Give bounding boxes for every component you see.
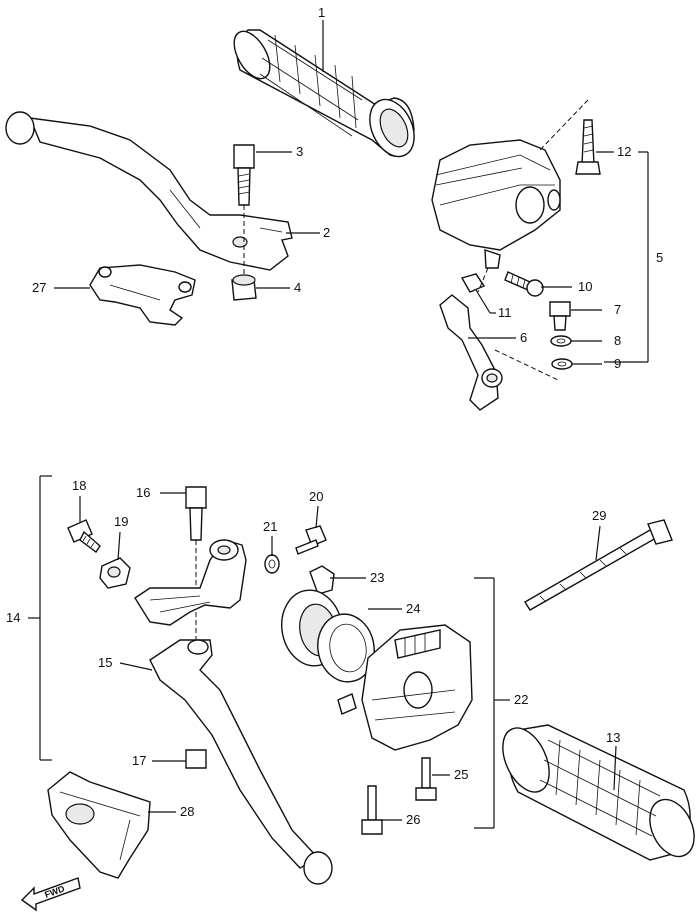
callout-4: 4 <box>294 280 301 295</box>
nut-part-19 <box>99 557 131 589</box>
callout-19: 19 <box>114 514 128 529</box>
cover-part-28 <box>47 771 151 879</box>
bolt-part-7 <box>549 301 571 331</box>
washer-part-21 <box>264 554 280 574</box>
callout-12: 12 <box>617 144 631 159</box>
callout-23: 23 <box>370 570 384 585</box>
bolt-part-18 <box>67 519 101 554</box>
callout-2: 2 <box>323 225 330 240</box>
screw-part-10 <box>504 271 544 297</box>
callout-27: 27 <box>32 280 46 295</box>
ring-part-24 <box>281 589 375 683</box>
callout-13: 13 <box>606 730 620 745</box>
callout-17: 17 <box>132 753 146 768</box>
grip-part-1 <box>233 29 415 158</box>
clamp-part-23 <box>309 565 335 595</box>
callout-3: 3 <box>296 144 303 159</box>
callout-22: 22 <box>514 692 528 707</box>
tie-part-29 <box>524 519 673 611</box>
screw-part-25 <box>415 757 437 801</box>
bolt-part-16 <box>185 486 207 640</box>
callout-18: 18 <box>72 478 86 493</box>
callout-10: 10 <box>578 279 592 294</box>
nut-part-4 <box>231 274 257 301</box>
lever-part-2 <box>5 111 293 271</box>
nut-part-11 <box>460 273 486 293</box>
screw-part-26 <box>361 785 383 835</box>
lever-part-15 <box>149 639 333 885</box>
callout-16: 16 <box>136 485 150 500</box>
washer-part-9 <box>551 358 573 370</box>
callout-6: 6 <box>520 330 527 345</box>
callout-24: 24 <box>406 601 420 616</box>
callout-9: 9 <box>614 356 621 371</box>
switch-housing-part-5 <box>431 139 561 269</box>
callout-25: 25 <box>454 767 468 782</box>
washer-part-8 <box>550 335 572 347</box>
callout-21: 21 <box>263 519 277 534</box>
arm-part-6 <box>439 294 503 411</box>
forward-arrow-icon: FWD <box>20 877 81 912</box>
callout-11: 11 <box>498 305 512 320</box>
leader-lines <box>28 20 649 829</box>
screw-part-20 <box>295 525 327 555</box>
callout-26: 26 <box>406 812 420 827</box>
nut-part-17 <box>185 749 207 769</box>
callout-20: 20 <box>309 489 323 504</box>
callout-15: 15 <box>98 655 112 670</box>
holder-part-14 <box>134 539 247 626</box>
bracket-part-27 <box>89 264 196 326</box>
screw-part-12 <box>575 119 601 175</box>
callout-14: 14 <box>6 610 20 625</box>
callout-28: 28 <box>180 804 194 819</box>
callout-1: 1 <box>318 5 325 20</box>
callout-5: 5 <box>656 250 663 265</box>
callout-7: 7 <box>614 302 621 317</box>
grip-part-13 <box>502 724 695 861</box>
callout-8: 8 <box>614 333 621 348</box>
switch-assembly-part-22 <box>337 624 473 751</box>
bolt-part-3 <box>233 144 255 280</box>
callout-29: 29 <box>592 508 606 523</box>
